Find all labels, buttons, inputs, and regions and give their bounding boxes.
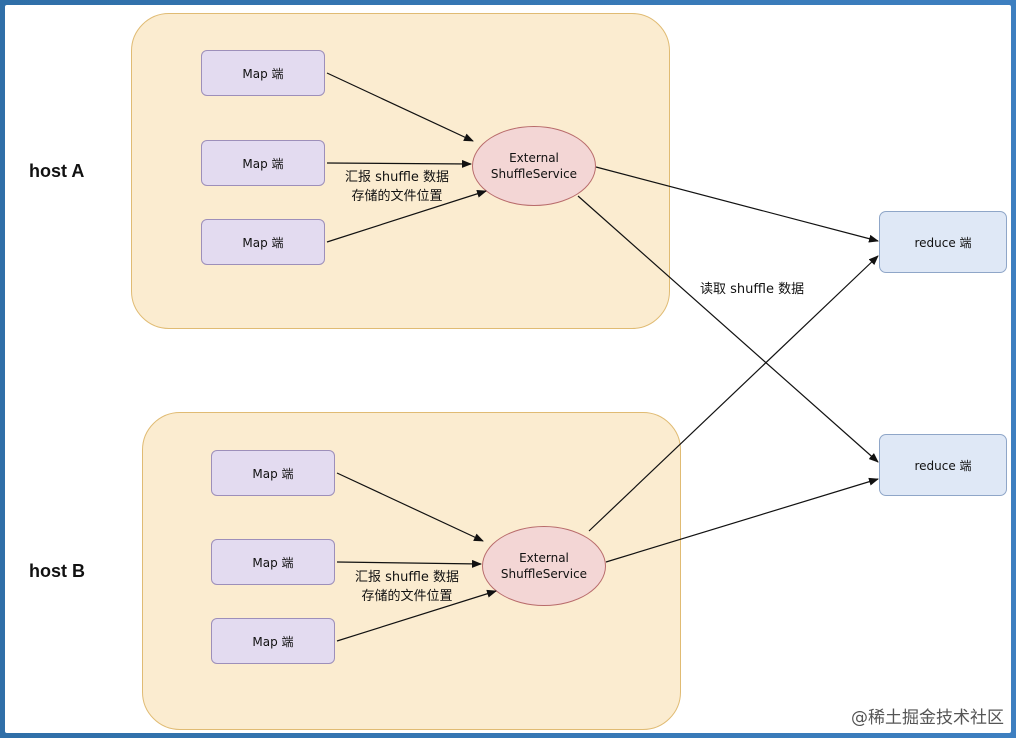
read-shuffle-label: 读取 shuffle 数据 [700,282,805,297]
host-a-report-line1: 汇报 shuffle 数据 [344,170,450,185]
host-b-report-line1: 汇报 shuffle 数据 [354,570,460,585]
reducer-2: reduce 端 [879,434,1007,496]
host-a-label: host A [29,161,85,181]
host-b-label: host B [29,561,85,581]
host-b-map-1: Map 端 [211,450,335,496]
host-b-map-3: Map 端 [211,618,335,664]
host-a-map-3: Map 端 [201,219,325,265]
host-a-external-shuffle-service: External ShuffleService [472,126,596,206]
host-b-report-line2: 存储的文件位置 [361,589,453,604]
host-b-report-label: 汇报 shuffle 数据 存储的文件位置 [348,568,466,606]
host-a-report-label: 汇报 shuffle 数据 存储的文件位置 [338,168,456,206]
host-a-map-1: Map 端 [201,50,325,96]
host-b-map-2: Map 端 [211,539,335,585]
host-b-ess-line2: ShuffleService [500,567,588,581]
watermark: @稀土掘金技术社区 [851,708,1004,728]
host-a-report-line2: 存储的文件位置 [351,189,443,204]
reducer-1: reduce 端 [879,211,1007,273]
host-a-map-2: Map 端 [201,140,325,186]
host-b-ess-line1: External [519,551,569,565]
host-a-ess-line2: ShuffleService [490,167,578,181]
host-a-ess-line1: External [509,151,559,165]
host-b-external-shuffle-service: External ShuffleService [482,526,606,606]
